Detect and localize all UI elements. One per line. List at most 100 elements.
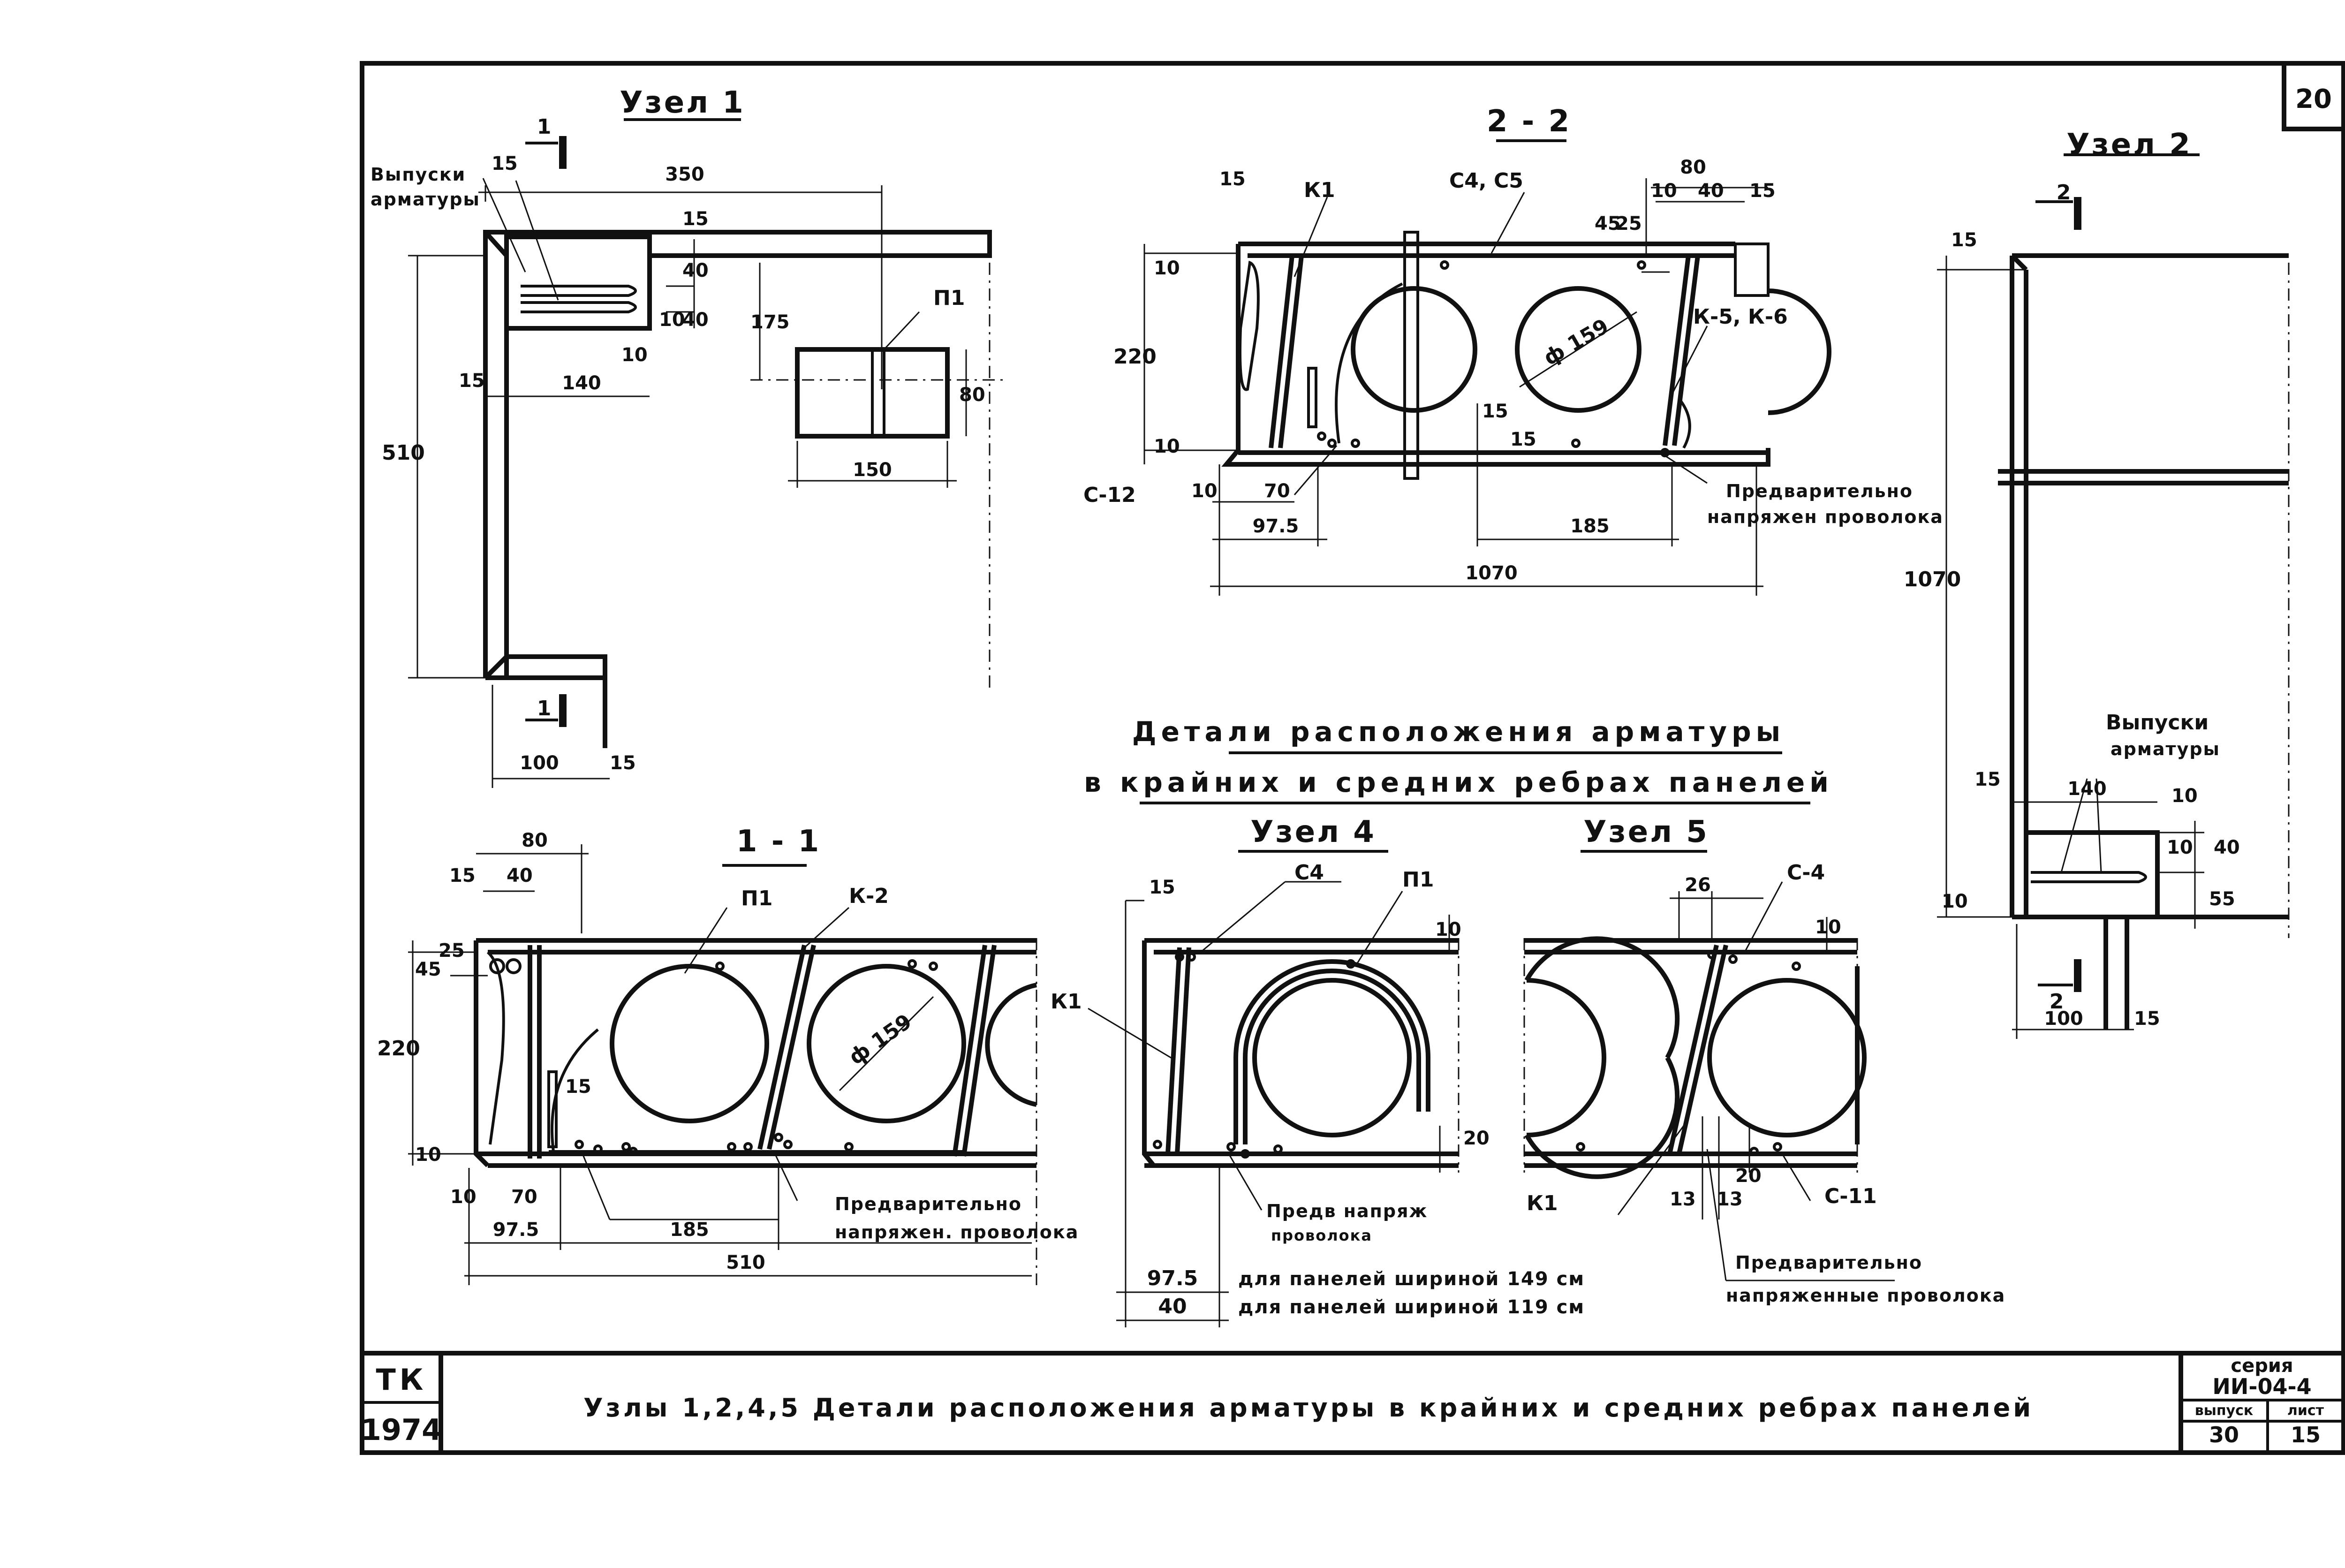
section22-dim-70: 70 bbox=[1264, 480, 1290, 502]
node1-dim-80: 80 bbox=[959, 384, 985, 406]
node1-dim-10b: 10 bbox=[621, 344, 648, 366]
node4-dim-15: 15 bbox=[1149, 877, 1175, 898]
section11-dim-510: 510 bbox=[726, 1252, 765, 1273]
section22-drawing bbox=[1143, 139, 1831, 596]
section22-dim-185: 185 bbox=[1570, 515, 1610, 537]
node2-dim-55: 55 bbox=[2209, 888, 2235, 910]
node4-width-149-value: 97.5 bbox=[1147, 1266, 1198, 1290]
node1-cut-mark-top: 1 bbox=[537, 115, 552, 139]
node1-dim-100: 100 bbox=[520, 752, 559, 774]
node5-drawing bbox=[1523, 850, 1895, 1281]
section22-k1-label: К1 bbox=[1304, 178, 1335, 202]
section22-dim-10a: 10 bbox=[1651, 180, 1677, 202]
node5-dim-10: 10 bbox=[1815, 917, 1841, 938]
section22-dim-25: 25 bbox=[1616, 213, 1642, 235]
section11-dim-185: 185 bbox=[670, 1219, 709, 1241]
node1-dim-15d: 15 bbox=[610, 752, 636, 774]
section11-dim-25: 25 bbox=[439, 940, 465, 962]
node4-width-119-value: 40 bbox=[1158, 1295, 1187, 1318]
node1-dim-40b: 40 bbox=[682, 309, 709, 331]
node2-dim-10b: 10 bbox=[2167, 837, 2193, 858]
node4-dim-20: 20 bbox=[1463, 1128, 1490, 1149]
section11-dim-10b: 10 bbox=[450, 1186, 477, 1208]
node5-prestress-2: напряженные проволока bbox=[1726, 1285, 2005, 1306]
sheet-number: 20 bbox=[2295, 84, 2332, 114]
node4-width-149-text: для панелей шириной 149 см bbox=[1238, 1268, 1585, 1290]
node4-p1-label: П1 bbox=[1402, 868, 1434, 892]
section22-k56-label: К-5, К-6 bbox=[1693, 305, 1788, 329]
node5-c4-label: С-4 bbox=[1787, 861, 1825, 885]
node5-dim-20: 20 bbox=[1735, 1165, 1762, 1187]
node2-dim-10c: 10 bbox=[1942, 891, 1968, 912]
series-label: серия bbox=[2231, 1355, 2293, 1377]
section22-title: 2 - 2 bbox=[1487, 104, 1571, 139]
node2-dim-15: 15 bbox=[1951, 229, 1977, 251]
node1-dim-10a: 10 bbox=[659, 309, 685, 331]
node1-dim-15b: 15 bbox=[682, 208, 709, 230]
node5-dim-13b: 13 bbox=[1717, 1189, 1743, 1210]
node2-dim-140: 140 bbox=[2067, 778, 2107, 800]
node1-dim-510: 510 bbox=[382, 441, 425, 465]
section22-dim-10-left-b: 10 bbox=[1154, 436, 1180, 457]
main-heading-line2: в крайних и средних ребрах панелей bbox=[1084, 766, 1833, 798]
series-code: ИИ-04-4 bbox=[2212, 1374, 2311, 1399]
section11-diameter: ф 159 bbox=[845, 1009, 916, 1069]
node1-cut-mark-bottom: 1 bbox=[537, 697, 552, 720]
node4-prestress-1: Предв напряж bbox=[1266, 1201, 1428, 1221]
section22-dim-40: 40 bbox=[1698, 180, 1724, 202]
node2-dim-15b: 15 bbox=[1974, 769, 2001, 790]
node1-dim-15a: 15 bbox=[492, 153, 518, 174]
section11-p1-label: П1 bbox=[741, 886, 772, 910]
node4-drawing bbox=[1088, 850, 1460, 1327]
section22-dim-10-left-a: 10 bbox=[1154, 258, 1180, 279]
sheet-label: лист bbox=[2287, 1402, 2324, 1419]
node2-drawing bbox=[1937, 153, 2290, 1039]
section11-k2-label: К-2 bbox=[849, 884, 889, 908]
main-heading-line1: Детали расположения арматуры bbox=[1132, 716, 1785, 748]
node2-dim-10a: 10 bbox=[2171, 785, 2198, 807]
node1-dim-175: 175 bbox=[750, 311, 790, 333]
node2-cut-mark-top: 2 bbox=[2057, 181, 2071, 205]
node4-c4-label: С4 bbox=[1294, 861, 1324, 885]
sheet-frame bbox=[360, 61, 2345, 1455]
node1-dim-350: 350 bbox=[665, 164, 704, 185]
node1-dim-150: 150 bbox=[853, 459, 892, 481]
section22-dim-45: 45 bbox=[1595, 213, 1621, 235]
section22-dim-1070: 1070 bbox=[1465, 562, 1517, 584]
section11-dim-15: 15 bbox=[449, 865, 476, 886]
node1-outlets-label-2: арматуры bbox=[371, 189, 480, 210]
title-block-tk: ТК bbox=[376, 1363, 427, 1397]
node5-c11-label: С-11 bbox=[1824, 1184, 1877, 1208]
section11-dim-40: 40 bbox=[507, 865, 533, 886]
section11-dim-70: 70 bbox=[511, 1186, 537, 1208]
section11-dim-15b: 15 bbox=[565, 1076, 591, 1098]
drawing-title: Узлы 1,2,4,5 Детали расположения арматур… bbox=[583, 1393, 2034, 1423]
section22-c12-label: С-12 bbox=[1083, 483, 1136, 507]
section11-dim-10: 10 bbox=[415, 1144, 441, 1166]
node5-dim-13a: 13 bbox=[1670, 1189, 1696, 1210]
k1-shared-label: К1 bbox=[1051, 990, 1082, 1014]
section11-prestress-2: напряжен. проволока bbox=[835, 1222, 1079, 1242]
section22-dim-15c: 15 bbox=[1482, 401, 1508, 422]
node4-title: Узел 4 bbox=[1250, 815, 1376, 849]
sheet-in-issue: 15 bbox=[2291, 1422, 2321, 1447]
node1-dim-15c: 15 bbox=[459, 370, 485, 392]
section22-c45-label: С4, С5 bbox=[1449, 169, 1523, 193]
issue-number: 30 bbox=[2209, 1422, 2239, 1447]
section22-dim-220: 220 bbox=[1113, 345, 1157, 369]
node1-dim-140: 140 bbox=[562, 372, 601, 394]
node2-dim-100: 100 bbox=[2044, 1008, 2083, 1030]
node5-k1-label: К1 bbox=[1527, 1191, 1558, 1215]
node1-p1-label: П1 bbox=[933, 286, 965, 310]
node1-title: Узел 1 bbox=[620, 85, 745, 120]
node5-prestress-1: Предварительно bbox=[1735, 1252, 1922, 1273]
node4-width-119-text: для панелей шириной 119 см bbox=[1238, 1296, 1585, 1318]
node5-title: Узел 5 bbox=[1583, 815, 1709, 849]
section22-dim-15d: 15 bbox=[1510, 429, 1536, 450]
section22-dim-15b: 15 bbox=[1749, 180, 1776, 202]
node2-dim-15c: 15 bbox=[2134, 1008, 2160, 1030]
node2-dim-1070: 1070 bbox=[1904, 568, 1961, 591]
section11-drawing bbox=[408, 844, 1037, 1285]
section22-prestress-2: напряжен проволока bbox=[1707, 507, 1944, 527]
